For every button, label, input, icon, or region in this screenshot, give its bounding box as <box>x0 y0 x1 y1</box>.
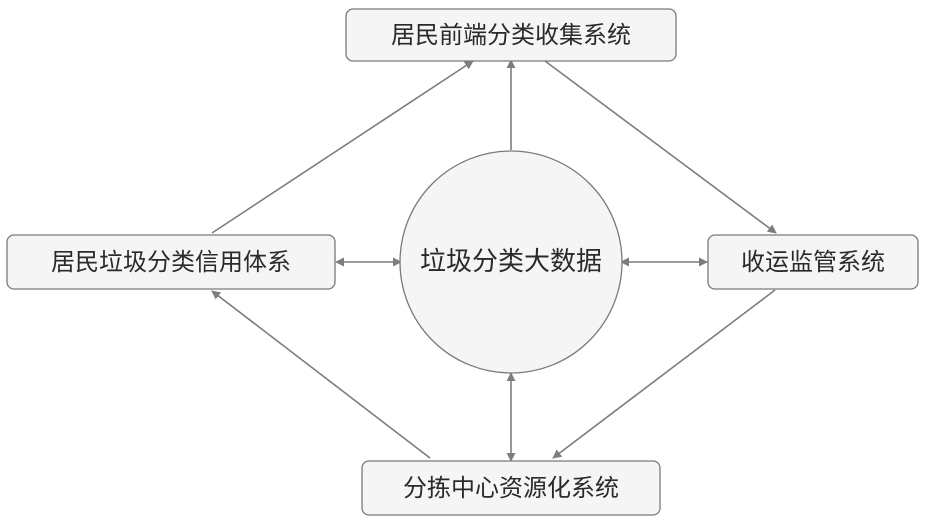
arrow-top-to-right <box>544 60 777 234</box>
left-node: 居民垃圾分类信用体系 <box>6 234 336 290</box>
arrow-bottom-to-left <box>211 290 431 459</box>
arrow-left-to-top <box>211 60 474 234</box>
center-node-label: 垃圾分类大数据 <box>420 247 602 277</box>
bottom-node-label: 分拣中心资源化系统 <box>403 474 619 502</box>
arrow-right-to-bottom <box>552 289 776 459</box>
right-node-label: 收运监管系统 <box>741 248 885 276</box>
right-node: 收运监管系统 <box>707 234 919 290</box>
top-node-label: 居民前端分类收集系统 <box>391 21 631 49</box>
top-node: 居民前端分类收集系统 <box>345 8 677 62</box>
center-node: 垃圾分类大数据 <box>399 150 623 374</box>
bottom-node: 分拣中心资源化系统 <box>361 460 661 516</box>
edges <box>211 59 777 462</box>
left-node-label: 居民垃圾分类信用体系 <box>51 248 291 276</box>
